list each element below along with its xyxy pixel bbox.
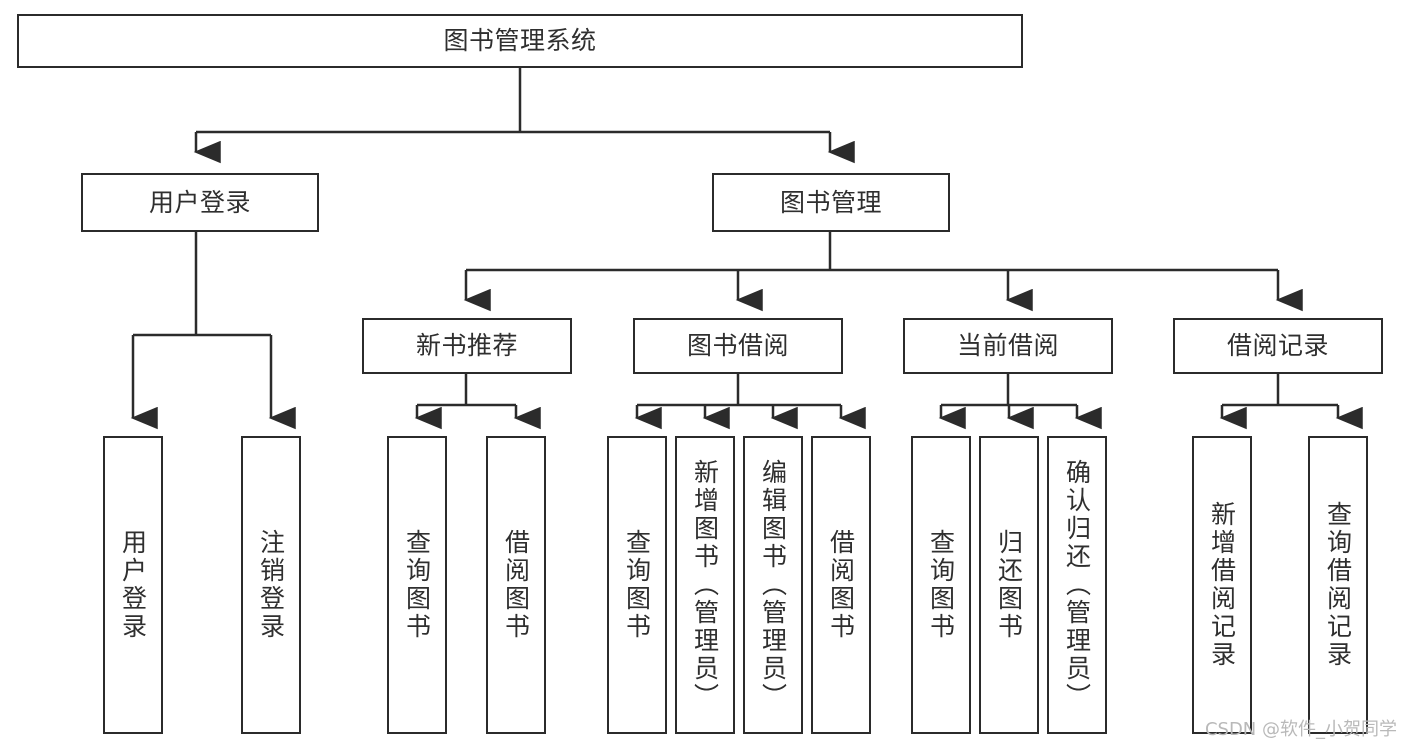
leaf-query-book-3-label: 查询图书 — [926, 529, 956, 641]
node-book-management-label: 图书管理 — [779, 187, 882, 217]
leaf-logout-label: 注销登录 — [256, 529, 286, 641]
node-new-book-recommend-label: 新书推荐 — [415, 331, 518, 361]
leaf-add-book[interactable]: 新增图书（管理员） — [675, 436, 735, 734]
leaf-confirm-return-label: 确认归还（管理员） — [1062, 459, 1092, 711]
leaf-user-login[interactable]: 用户登录 — [103, 436, 163, 734]
node-current-borrow[interactable]: 当前借阅 — [903, 318, 1113, 374]
leaf-query-book-3[interactable]: 查询图书 — [911, 436, 971, 734]
node-root[interactable]: 图书管理系统 — [17, 14, 1023, 68]
leaf-return-book[interactable]: 归还图书 — [979, 436, 1039, 734]
leaf-query-book-2-label: 查询图书 — [622, 529, 652, 641]
leaf-user-login-label: 用户登录 — [118, 529, 148, 641]
leaf-query-book-1-label: 查询图书 — [402, 529, 432, 641]
leaf-query-record-label: 查询借阅记录 — [1323, 501, 1353, 669]
node-book-borrow[interactable]: 图书借阅 — [633, 318, 843, 374]
node-root-label: 图书管理系统 — [443, 26, 597, 56]
node-book-management[interactable]: 图书管理 — [712, 173, 950, 232]
leaf-confirm-return[interactable]: 确认归还（管理员） — [1047, 436, 1107, 734]
node-borrow-record-label: 借阅记录 — [1226, 331, 1329, 361]
leaf-logout[interactable]: 注销登录 — [241, 436, 301, 734]
watermark-text: CSDN @软件_小贺同学 — [1204, 719, 1397, 740]
leaf-add-book-label: 新增图书（管理员） — [690, 459, 720, 711]
node-user-login-label: 用户登录 — [148, 187, 251, 217]
node-new-book-recommend[interactable]: 新书推荐 — [362, 318, 572, 374]
leaf-borrow-book-2-label: 借阅图书 — [826, 529, 856, 641]
leaf-add-record-label: 新增借阅记录 — [1207, 501, 1237, 669]
node-borrow-record[interactable]: 借阅记录 — [1173, 318, 1383, 374]
leaf-edit-book[interactable]: 编辑图书（管理员） — [743, 436, 803, 734]
leaf-query-record[interactable]: 查询借阅记录 — [1308, 436, 1368, 734]
leaf-borrow-book-1[interactable]: 借阅图书 — [486, 436, 546, 734]
leaf-add-record[interactable]: 新增借阅记录 — [1192, 436, 1252, 734]
leaf-edit-book-label: 编辑图书（管理员） — [758, 459, 788, 711]
leaf-return-book-label: 归还图书 — [994, 529, 1024, 641]
leaf-query-book-2[interactable]: 查询图书 — [607, 436, 667, 734]
node-book-borrow-label: 图书借阅 — [686, 331, 789, 361]
node-user-login[interactable]: 用户登录 — [81, 173, 319, 232]
leaf-borrow-book-2[interactable]: 借阅图书 — [811, 436, 871, 734]
node-current-borrow-label: 当前借阅 — [956, 331, 1059, 361]
leaf-query-book-1[interactable]: 查询图书 — [387, 436, 447, 734]
leaf-borrow-book-1-label: 借阅图书 — [501, 529, 531, 641]
